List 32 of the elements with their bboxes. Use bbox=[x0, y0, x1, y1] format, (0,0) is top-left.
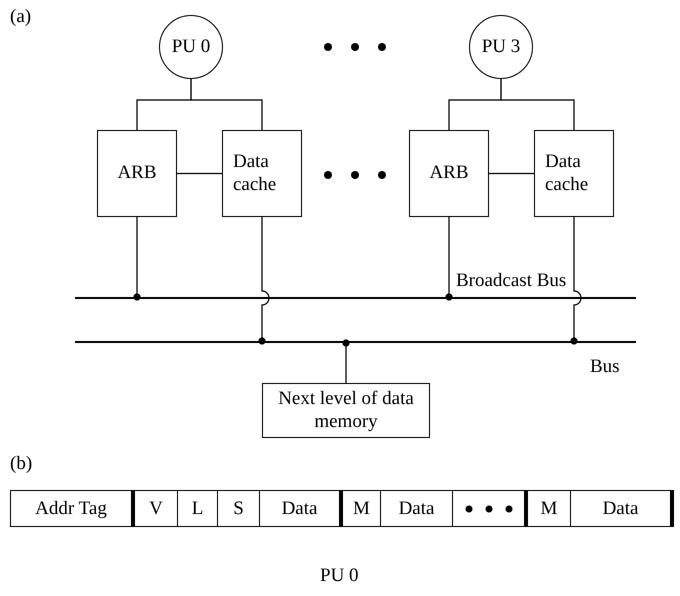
table-cell: M bbox=[343, 490, 381, 527]
table-cell: Data bbox=[260, 490, 343, 527]
connector-line bbox=[258, 217, 270, 345]
table-cell: Data bbox=[571, 490, 674, 527]
connector-line bbox=[133, 217, 141, 301]
connector-line bbox=[445, 217, 453, 301]
connector-line bbox=[342, 339, 350, 383]
connector-line bbox=[190, 79, 263, 130]
table-cell: S bbox=[218, 490, 260, 527]
connector-line bbox=[489, 172, 534, 174]
table-cell: M bbox=[528, 490, 571, 527]
table-caption: PU 0 bbox=[320, 565, 359, 587]
table-cell: V bbox=[135, 490, 178, 527]
table-cell: Data bbox=[381, 490, 453, 527]
connector-line bbox=[570, 217, 582, 345]
arb-box: ARB bbox=[97, 130, 177, 217]
table-cell: Addr Tag bbox=[10, 490, 135, 527]
bus-label: Broadcast Bus bbox=[456, 270, 566, 292]
cache-box: Data cache bbox=[222, 130, 302, 217]
processor-circle: PU 3 bbox=[469, 15, 533, 79]
bus-line bbox=[75, 297, 636, 298]
cache-box: Data cache bbox=[534, 130, 614, 217]
panel-label: (b) bbox=[10, 453, 32, 475]
bus-label: Bus bbox=[590, 356, 620, 378]
panel-label: (a) bbox=[10, 6, 32, 28]
connector-line bbox=[177, 172, 222, 174]
memory-box: Next level of data memory bbox=[262, 383, 430, 438]
bus-line bbox=[75, 341, 636, 342]
table-cell: L bbox=[178, 490, 218, 527]
connector-line bbox=[500, 79, 575, 130]
arb-box: ARB bbox=[409, 130, 489, 217]
processor-circle: PU 0 bbox=[159, 15, 223, 79]
